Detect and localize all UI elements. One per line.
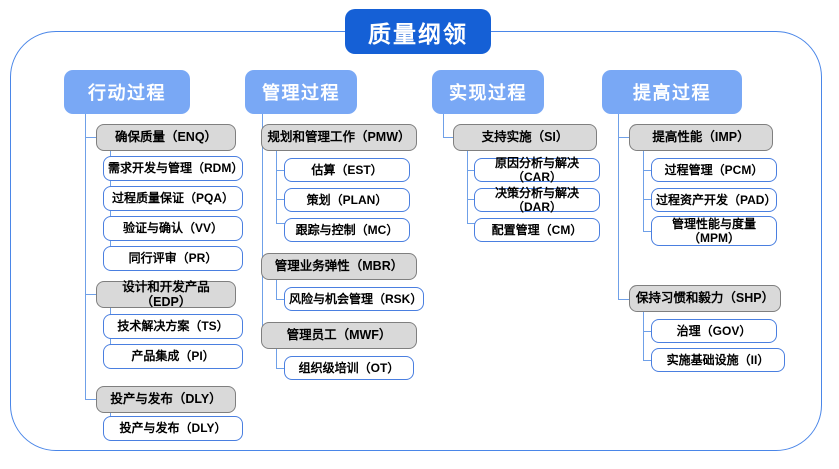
leaf-box-vv[interactable]: 验证与确认（VV） — [103, 216, 243, 241]
column-header-1[interactable]: 行动过程 — [64, 70, 190, 114]
leaf-box-mpm[interactable]: 管理性能与度量 （MPM） — [651, 216, 777, 246]
group-box-enq[interactable]: 确保质量（ENQ） — [96, 124, 236, 151]
connector-si-spine — [467, 151, 469, 223]
leaf-box-dar[interactable]: 决策分析与解决（DAR） — [474, 186, 600, 214]
leaf-box-car[interactable]: 原因分析与解决（CAR） — [474, 156, 600, 184]
connector-mwf-c1 — [276, 368, 288, 370]
group-box-pmw[interactable]: 规划和管理工作（PMW） — [261, 124, 417, 151]
group-box-shp[interactable]: 保持习惯和毅力（SHP） — [629, 285, 781, 312]
connector-col4-g1 — [618, 137, 630, 139]
connector-col1-spine — [85, 114, 87, 399]
group-box-si[interactable]: 支持实施（SI） — [453, 124, 597, 151]
group-box-mbr[interactable]: 管理业务弹性（MBR） — [261, 253, 417, 280]
connector-shp-spine — [643, 312, 645, 360]
connector-pmw-spine — [276, 151, 278, 223]
connector-col1-g3 — [85, 399, 97, 401]
connector-col4-spine — [618, 114, 620, 299]
connector-col1-g2 — [85, 294, 97, 296]
column-header-4[interactable]: 提高过程 — [602, 70, 742, 114]
leaf-box-cm[interactable]: 配置管理（CM） — [474, 218, 600, 242]
leaf-box-ts[interactable]: 技术解决方案（TS） — [103, 314, 243, 339]
group-box-dly[interactable]: 投产与发布（DLY） — [96, 386, 236, 413]
connector-pmw-c2 — [276, 199, 288, 201]
leaf-box-ot[interactable]: 组织级培训（OT） — [284, 356, 414, 380]
leaf-box-mc[interactable]: 跟踪与控制（MC） — [284, 218, 410, 242]
leaf-box-pqa[interactable]: 过程质量保证（PQA） — [103, 186, 243, 211]
leaf-box-plan[interactable]: 策划（PLAN） — [284, 188, 410, 212]
leaf-box-pr[interactable]: 同行评审（PR） — [103, 246, 243, 271]
connector-col1-g1 — [85, 137, 97, 139]
group-box-imp[interactable]: 提高性能（IMP） — [629, 124, 773, 151]
connector-si-c2 — [467, 199, 479, 201]
connector-col3-g1 — [443, 137, 455, 139]
connector-imp-spine — [643, 151, 645, 231]
connector-mwf-spine — [276, 349, 278, 368]
connector-col2-spine — [262, 114, 264, 336]
connector-si-c1 — [467, 170, 479, 172]
leaf-box-pcm[interactable]: 过程管理（PCM） — [651, 158, 777, 182]
leaf-box-dly-child[interactable]: 投产与发布（DLY） — [103, 416, 243, 441]
group-box-mwf[interactable]: 管理员工（MWF） — [261, 322, 417, 349]
connector-col4-g2 — [618, 299, 630, 301]
connector-shp-c1 — [643, 331, 655, 333]
leaf-box-rsk[interactable]: 风险与机会管理（RSK） — [284, 287, 424, 311]
leaf-box-pad[interactable]: 过程资产开发（PAD） — [651, 188, 777, 212]
connector-pmw-c1 — [276, 170, 288, 172]
connector-imp-c1 — [643, 170, 655, 172]
column-header-2[interactable]: 管理过程 — [245, 70, 357, 114]
connector-imp-c2 — [643, 199, 655, 201]
leaf-box-pi[interactable]: 产品集成（PI） — [103, 344, 243, 369]
leaf-box-ii[interactable]: 实施基础设施（II） — [651, 348, 785, 372]
connector-mbr-c1 — [276, 299, 288, 301]
connector-mbr-spine — [276, 280, 278, 299]
connector-col3-spine — [443, 114, 445, 138]
leaf-box-gov[interactable]: 治理（GOV） — [651, 319, 777, 343]
column-header-3[interactable]: 实现过程 — [432, 70, 544, 114]
connector-imp-c3 — [643, 231, 655, 233]
connector-pmw-c3 — [276, 223, 288, 225]
group-box-edp[interactable]: 设计和开发产品（EDP） — [96, 280, 236, 309]
leaf-box-est[interactable]: 估算（EST） — [284, 158, 410, 182]
connector-si-c3 — [467, 223, 479, 225]
connector-shp-c2 — [643, 360, 655, 362]
root-title: 质量纲领 — [345, 9, 491, 54]
leaf-box-rdm[interactable]: 需求开发与管理（RDM） — [103, 156, 243, 181]
